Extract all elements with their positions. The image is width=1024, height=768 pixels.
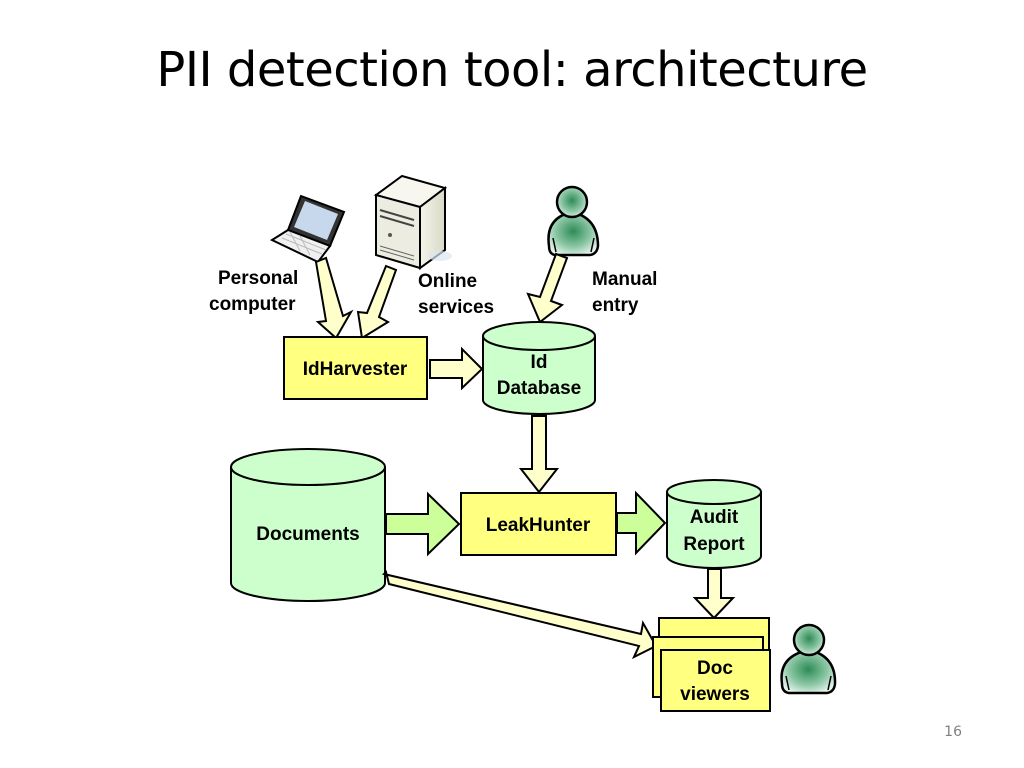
- arrow-leakhunter-to-audit-report: [616, 490, 667, 556]
- audit-report-label-line2: Report: [683, 534, 745, 555]
- manual-entry-label-line1: Manual: [592, 269, 657, 290]
- arrow-online-services-to-idharvester: [356, 264, 398, 340]
- arrow-manual-entry-to-id-database: [526, 252, 569, 324]
- id-database-label-line1: Id: [531, 352, 548, 373]
- id-database-cylinder[interactable]: Id Database: [482, 321, 596, 415]
- idharvester-box[interactable]: IdHarvester: [283, 336, 428, 400]
- audit-report-label-line1: Audit: [690, 507, 739, 528]
- doc-viewer-user-icon: [780, 623, 837, 695]
- page-number: 16: [944, 724, 962, 740]
- personal-computer-label-line2: computer: [209, 294, 296, 315]
- leakhunter-box[interactable]: LeakHunter: [460, 492, 617, 556]
- arrow-documents-to-doc-viewers: [382, 570, 658, 660]
- documents-label: Documents: [256, 524, 359, 545]
- personal-computer-label-line1: Personal: [218, 268, 298, 289]
- arrow-audit-report-to-doc-viewers: [692, 568, 736, 620]
- user-icon: [547, 185, 600, 257]
- doc-viewers-label-line2: viewers: [680, 684, 750, 705]
- manual-entry-label-line2: entry: [592, 295, 639, 316]
- slide-title: PII detection tool: architecture: [156, 42, 868, 98]
- arrow-personal-computer-to-idharvester: [314, 256, 354, 340]
- laptop-icon: [269, 194, 346, 264]
- doc-viewers-label-line1: Doc: [697, 658, 733, 679]
- server-icon: [373, 174, 452, 270]
- arrow-id-database-to-leakhunter: [518, 415, 560, 494]
- audit-report-cylinder[interactable]: Audit Report: [666, 479, 762, 569]
- doc-viewers-stack[interactable]: Doc viewers: [652, 617, 771, 712]
- online-services-label-line2: services: [418, 297, 494, 318]
- leakhunter-label: LeakHunter: [486, 515, 591, 536]
- documents-cylinder[interactable]: Documents: [230, 448, 386, 602]
- idharvester-label: IdHarvester: [303, 359, 408, 380]
- online-services-label-line1: Online: [418, 271, 477, 292]
- arrow-documents-to-leakhunter: [385, 491, 461, 557]
- arrow-idharvester-to-id-database: [429, 346, 484, 391]
- id-database-label-line2: Database: [497, 378, 582, 399]
